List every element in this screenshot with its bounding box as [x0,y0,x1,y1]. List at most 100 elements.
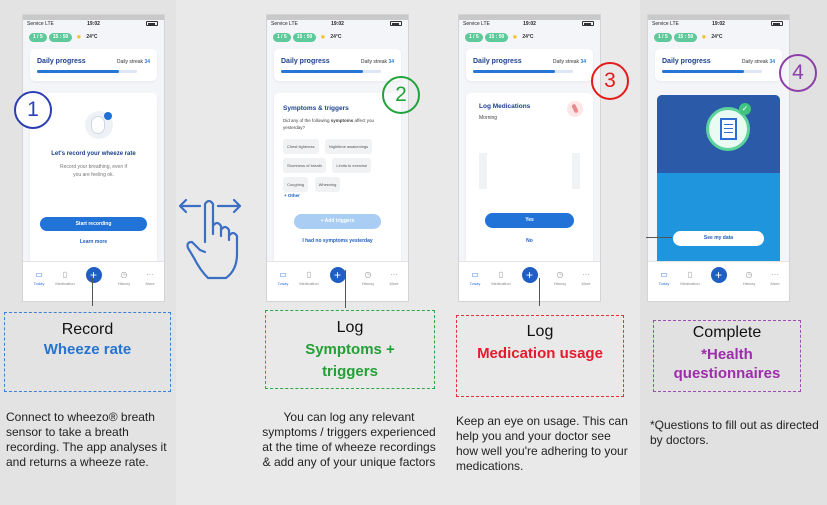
document-icon [706,107,750,151]
status-bar: Service LTE 19:02 [271,19,404,29]
inhaler-icon: ▯ [62,270,68,279]
stat-pills: 1 / 5 15 : 50 ✹ 24°C [654,32,723,42]
temperature: 24°C [522,34,534,40]
stat-pills: 1 / 5 15 : 50 ✹ 24°C [465,32,534,42]
tab-history[interactable]: ◷History [111,270,137,286]
no-link[interactable]: No [526,238,533,244]
tab-medication[interactable]: ▯Medication [52,270,78,286]
chip-limits-to-exercise[interactable]: Limits to exercise [332,158,372,173]
more-icon: ··· [582,270,590,279]
symptoms-label-bottom: Symptoms + triggers [305,341,395,380]
inhaler-icon [567,101,583,117]
questionnaire-card: ✓ See my data [657,95,780,270]
daily-progress-card[interactable]: Daily progress Daily streak 34 [466,49,593,81]
symptoms-description: You can log any relevant symptoms / trig… [262,410,436,469]
battery-icon [771,21,783,26]
pill-time: 15 : 50 [48,32,73,42]
tab-bar: ▭Today ▯Medication + ◷History ···More [459,261,600,301]
tab-today[interactable]: ▭Today [270,270,296,286]
status-bar: Service LTE 19:02 [652,19,785,29]
tab-more[interactable]: ···More [137,270,163,286]
check-icon: ✓ [739,103,751,115]
calendar-icon: ▭ [279,270,287,279]
questionnaire-label-box: Complete *Health questionnaires [653,320,801,392]
tab-medication[interactable]: ▯Medication [677,270,703,286]
pill-count: 1 / 5 [465,32,483,42]
tab-today[interactable]: ▭Today [462,270,488,286]
chip-chest-tightness[interactable]: Chest tightness [283,139,319,154]
inhaler-icon: ▯ [306,270,312,279]
clock-icon: ◷ [364,270,372,279]
step-2-badge: 2 [382,76,420,114]
status-bar: Service LTE 19:02 [27,19,160,29]
chip-coughing[interactable]: Coughing [283,177,309,192]
no-symptoms-link[interactable]: I had no symptoms yesterday [302,238,373,244]
chip-wheezing[interactable]: Wheezing [314,177,341,192]
start-recording-button[interactable]: Start recording [40,217,147,231]
tab-history[interactable]: ◷History [355,270,381,286]
battery-icon [146,21,158,26]
swipe-hand-icon [178,192,244,282]
record-card: Let's record your wheeze rate Record you… [30,93,157,271]
connector-line-4 [646,237,672,238]
tab-today[interactable]: ▭Today [651,270,677,286]
tab-more[interactable]: ···More [762,270,788,286]
carrier-label: Service LTE [463,21,490,27]
tab-more[interactable]: ···More [381,270,407,286]
daily-progress-card[interactable]: Daily progress Daily streak 34 [655,49,782,81]
more-icon: ··· [390,270,398,279]
log-plus-button[interactable]: + [710,267,727,283]
streak-label: Daily streak 34 [360,59,394,65]
yes-button[interactable]: Yes [485,213,574,228]
more-icon: ··· [771,270,779,279]
tab-more[interactable]: ···More [573,270,599,286]
temperature: 24°C [86,34,98,40]
daily-progress-card[interactable]: Daily progress Daily streak 34 [30,49,157,81]
symptoms-label-box: Log Symptoms + triggers [265,310,435,389]
symptom-chips: Chest tightness Nighttime awakenings Sho… [282,137,395,194]
progress-fill [37,70,119,73]
tab-history[interactable]: ◷History [736,270,762,286]
pill-time: 15 : 50 [484,32,509,42]
medication-description: Keep an eye on usage. This can help you … [456,414,628,473]
log-plus-button[interactable]: + [329,267,346,283]
record-description: Connect to wheezo® breath sensor to take… [6,410,167,469]
pill-count: 1 / 5 [29,32,47,42]
stat-pills: 1 / 5 15 : 50 ✹ 24°C [273,32,342,42]
daily-progress-card[interactable]: Daily progress Daily streak 34 [274,49,401,81]
streak-label: Daily streak 34 [552,59,586,65]
status-bar: Service LTE 19:02 [463,19,596,29]
learn-more-link[interactable]: Learn more [79,239,108,245]
questionnaire-description: *Questions to fill out as directed by do… [650,418,819,447]
add-triggers-button[interactable]: + Add triggers [294,214,381,229]
other-link[interactable]: + Other [284,193,300,198]
tab-bar: ▭Today ▯Medication + ◷History ···More [267,261,408,301]
medication-title: Log Medications [479,103,531,110]
inhaler-icon: ▯ [498,270,504,279]
pill-count: 1 / 5 [654,32,672,42]
progress-title: Daily progress [37,58,86,65]
clock: 19:02 [712,21,725,27]
phone-screen-questionnaire: Service LTE 19:02 1 / 5 15 : 50 ✹ 24°C D… [647,14,790,302]
log-plus-button[interactable]: + [85,267,102,283]
log-plus-button[interactable]: + [521,267,538,283]
tab-bar: ▭Today ▯Medication + ◷History ···More [23,261,164,301]
pill-time: 15 : 50 [292,32,317,42]
tab-medication[interactable]: ▯Medication [488,270,514,286]
progress-bar [662,70,762,73]
calendar-icon: ▭ [660,270,668,279]
symptoms-title: Symptoms & triggers [283,105,349,112]
see-my-data-button[interactable]: See my data [673,231,764,246]
tab-history[interactable]: ◷History [547,270,573,286]
calendar-icon: ▭ [35,270,43,279]
chip-nighttime-awakenings[interactable]: Nighttime awakenings [325,139,373,154]
tab-today[interactable]: ▭Today [26,270,52,286]
more-icon: ··· [146,270,154,279]
clock: 19:02 [87,21,100,27]
sun-icon: ✹ [701,34,707,41]
chip-shortness-of-breath[interactable]: Shortness of breath [283,158,326,173]
tab-medication[interactable]: ▯Medication [296,270,322,286]
sun-icon: ✹ [76,34,82,41]
questionnaire-label-bottom: *Health questionnaires [673,346,781,382]
progress-title: Daily progress [473,58,522,65]
